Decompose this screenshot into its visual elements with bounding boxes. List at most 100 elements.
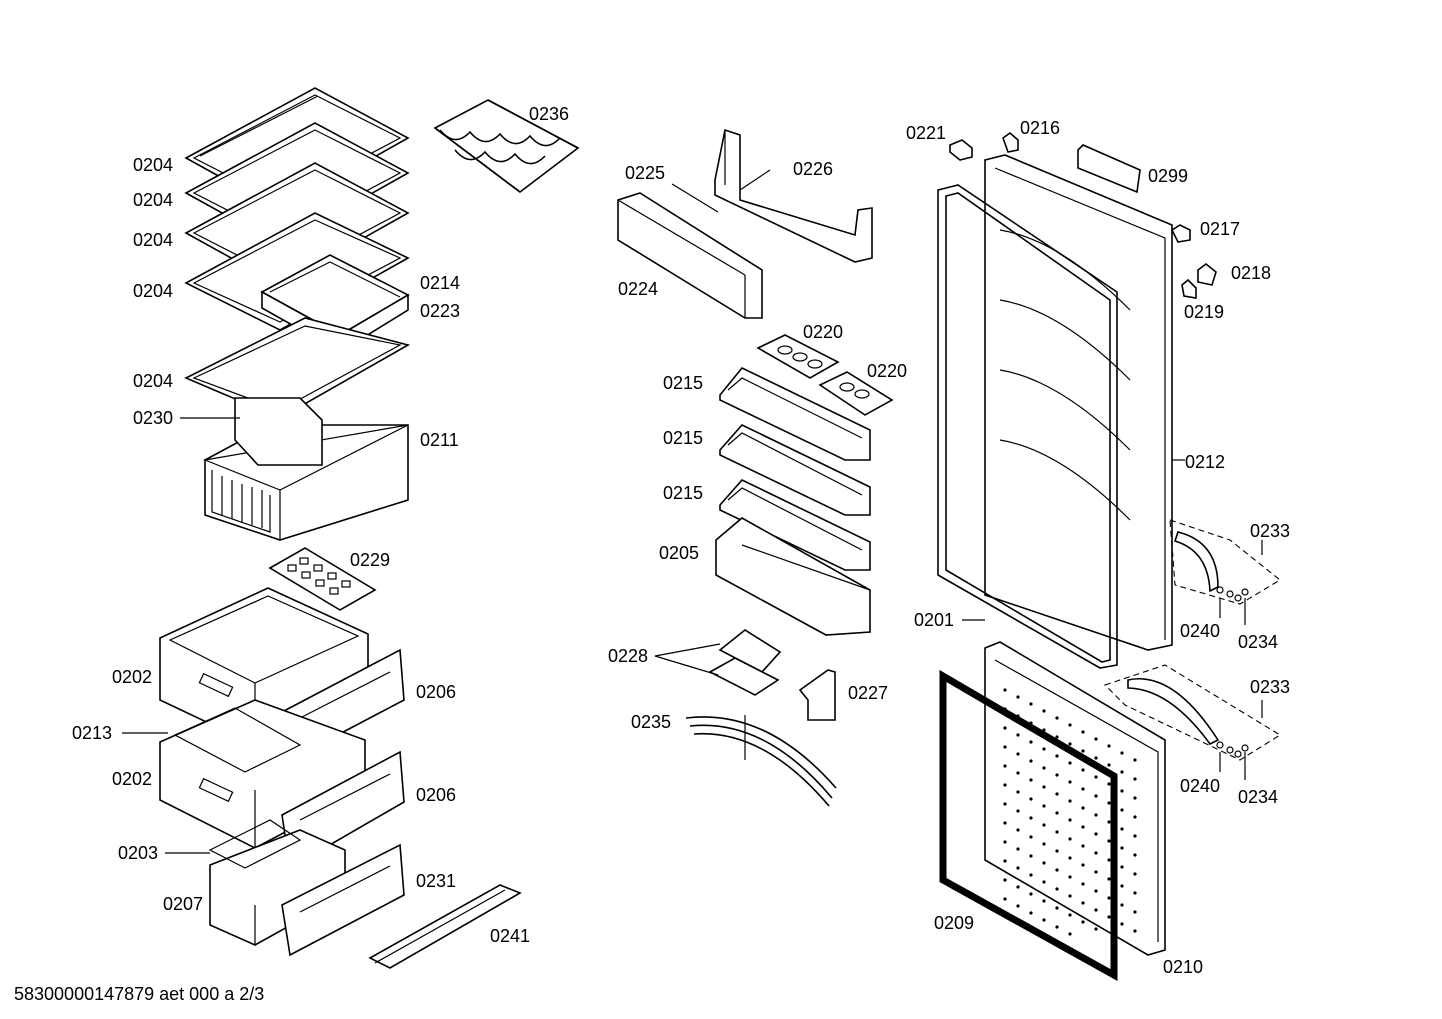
label-0229: 0229: [350, 550, 390, 570]
ice-tray-0229: [268, 547, 377, 611]
door-dot: [1120, 751, 1124, 755]
door-dot: [1068, 913, 1072, 917]
hinge-cover-0221: [949, 139, 973, 161]
label-0234-a: 0234: [1238, 632, 1278, 652]
door-dot: [1133, 891, 1137, 895]
door-dot: [1120, 770, 1124, 774]
label-0204-c: 0204: [133, 230, 173, 250]
clip-0219: [1181, 278, 1197, 299]
door-dot: [1107, 896, 1111, 900]
door-dot: [1133, 796, 1137, 800]
door-dot: [1133, 853, 1137, 857]
door-dot: [1081, 901, 1085, 905]
label-0202-a: 0202: [112, 667, 152, 687]
handle-0233-lower: [1103, 664, 1282, 761]
glass-shelf-4: [184, 212, 410, 331]
door-gasket-0201: [937, 184, 1118, 669]
label-0216: 0216: [1020, 118, 1060, 138]
glass-plate-0213: [173, 707, 302, 773]
door-dot: [1133, 834, 1137, 838]
door-dot: [1120, 789, 1124, 793]
door-dot: [1029, 778, 1033, 782]
door-dot: [1081, 730, 1085, 734]
leader-lines: [122, 169, 1263, 854]
door-dot: [1107, 763, 1111, 767]
door-dot: [1003, 745, 1007, 749]
label-0241: 0241: [490, 926, 530, 946]
door-dot: [1003, 821, 1007, 825]
door-dot: [1107, 820, 1111, 824]
door-dot: [1081, 844, 1085, 848]
door-dot: [1042, 899, 1046, 903]
door-dot: [1029, 816, 1033, 820]
door-shelf-0226: [714, 128, 873, 263]
label-0220-a: 0220: [803, 322, 843, 342]
door-dot: [1016, 752, 1020, 756]
label-0299: [1077, 144, 1141, 194]
hinge-0217: [1170, 224, 1191, 243]
label-0202-b: 0202: [112, 769, 152, 789]
door-dot: [1016, 771, 1020, 775]
door-dot: [1003, 897, 1007, 901]
label-0212: 0212: [1185, 452, 1225, 472]
bottle-rack-0235: [685, 715, 837, 807]
label-0230: 0230: [133, 408, 173, 428]
label-0206-a: 0206: [416, 682, 456, 702]
label-0204-b: 0204: [133, 190, 173, 210]
door-dot: [1016, 847, 1020, 851]
door-dot: [1016, 904, 1020, 908]
door-dot: [1055, 906, 1059, 910]
door-dot: [1042, 747, 1046, 751]
door-dot: [1029, 911, 1033, 915]
label-0226: 0226: [793, 159, 833, 179]
door-dot: [1042, 918, 1046, 922]
label-0233-b: 0233: [1250, 677, 1290, 697]
door-dot: [1003, 726, 1007, 730]
label-0240-a: 0240: [1180, 621, 1220, 641]
door-dot: [1042, 709, 1046, 713]
door-shelf-0215-3: [719, 479, 871, 571]
label-0203: 0203: [118, 843, 158, 863]
door-dot: [1107, 915, 1111, 919]
door-dot: [1055, 754, 1059, 758]
door-dot: [1003, 764, 1007, 768]
hinge-0218: [1197, 262, 1217, 286]
label-0211: 0211: [420, 430, 459, 450]
door-dot: [1029, 759, 1033, 763]
door-dot: [1029, 854, 1033, 858]
door-dot: [1094, 832, 1098, 836]
door-dot: [1120, 903, 1124, 907]
label-0215-b: 0215: [663, 428, 703, 448]
door-dot: [1068, 932, 1072, 936]
door-dot: [1081, 882, 1085, 886]
label-0231: 0231: [416, 871, 456, 891]
door-dot: [1003, 859, 1007, 863]
door-dot: [1003, 707, 1007, 711]
wine-rack-0236: [433, 99, 580, 194]
door-dot: [1003, 840, 1007, 844]
door-dot: [1094, 775, 1098, 779]
door-dot: [1055, 735, 1059, 739]
door-dot: [1107, 744, 1111, 748]
door-dot: [1016, 714, 1020, 718]
door-dot: [1094, 813, 1098, 817]
door-shelf-0205: [715, 517, 871, 636]
label-0217: 0217: [1200, 219, 1240, 239]
door-dot: [1042, 880, 1046, 884]
door-dot: [1029, 721, 1033, 725]
label-0228: 0228: [608, 646, 648, 666]
label-0236: 0236: [529, 104, 569, 124]
label-0227: 0227: [848, 683, 888, 703]
label-0235: 0235: [631, 712, 671, 732]
door-dot: [1081, 920, 1085, 924]
door-dot: [1068, 761, 1072, 765]
door-dot: [1107, 801, 1111, 805]
door-dot: [1042, 728, 1046, 732]
door-dot: [1068, 875, 1072, 879]
label-0210: 0210: [1163, 957, 1203, 977]
footer-reference: 58300000147879 aet 000 a 2/3: [14, 984, 264, 1004]
door-dot: [1120, 827, 1124, 831]
label-0214: 0214: [420, 273, 460, 293]
label-0206-b: 0206: [416, 785, 456, 805]
